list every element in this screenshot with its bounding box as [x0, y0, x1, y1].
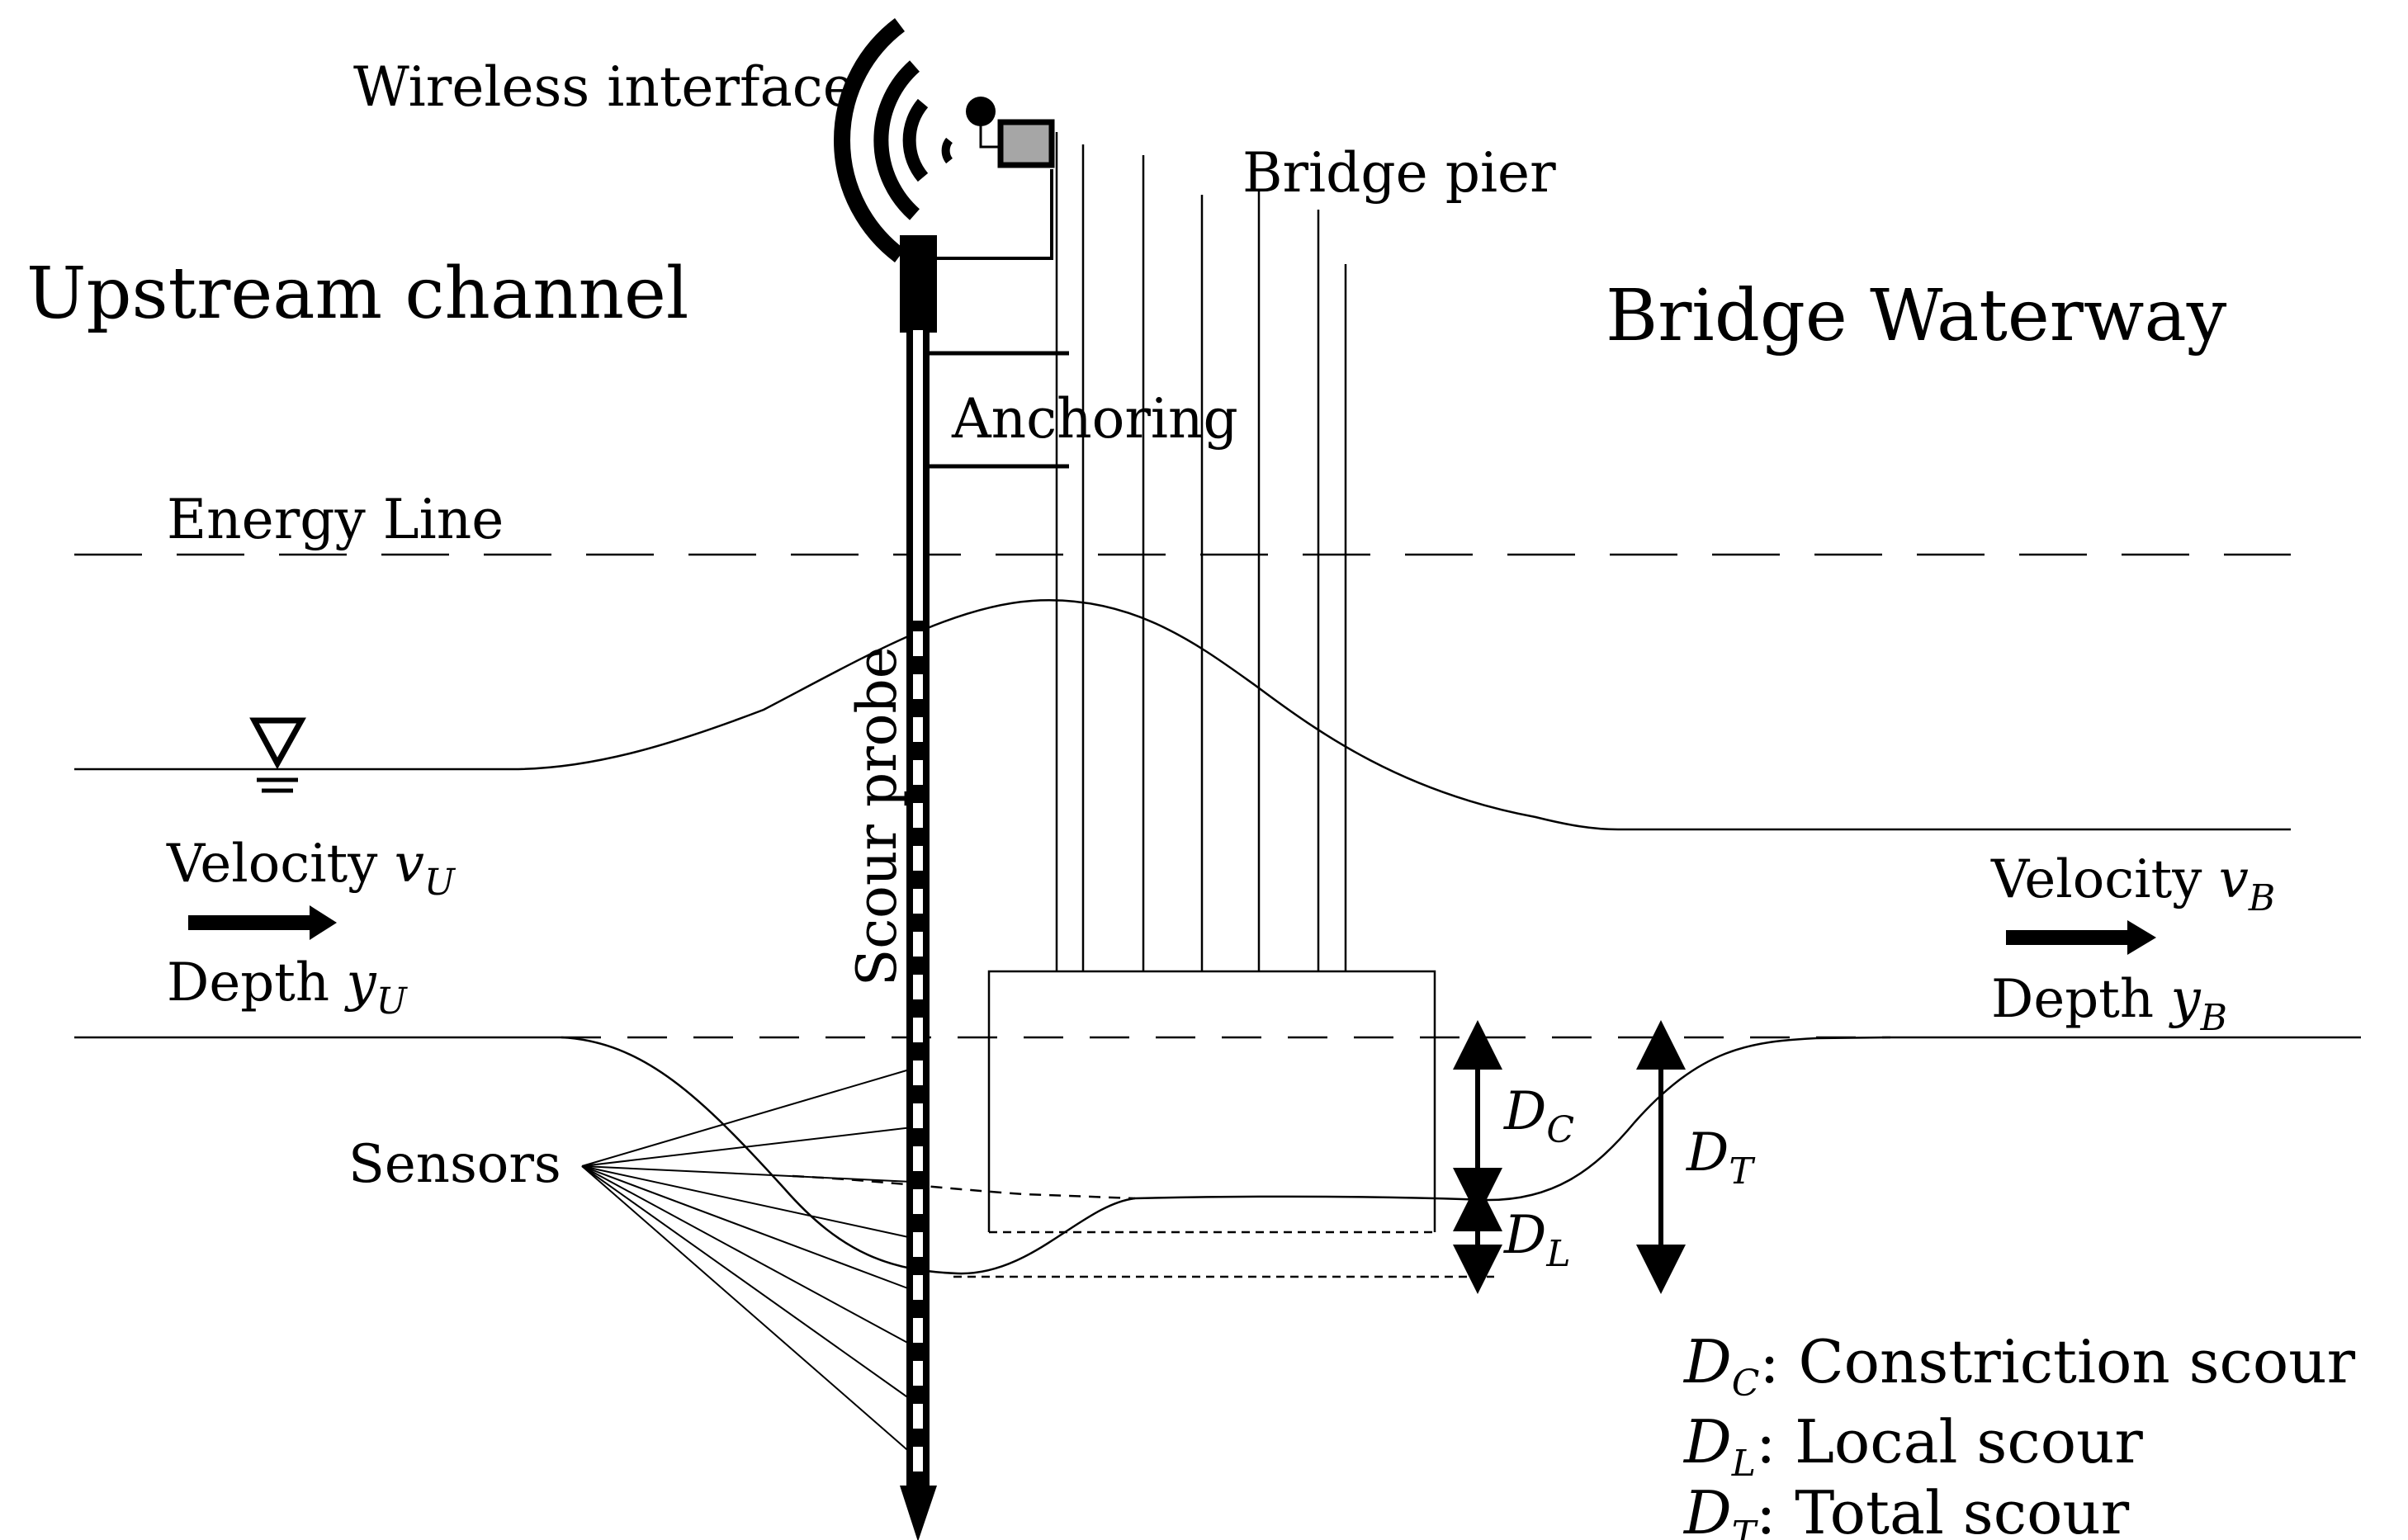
- sensor-leader-lines: [581, 1068, 913, 1455]
- probe-head: [900, 235, 937, 333]
- scour-probe-label: Scour probe: [845, 646, 909, 986]
- velocity-bridge-label: Velocity vB: [1990, 849, 2275, 919]
- legend-constriction-scour: DC: Constriction scour: [1682, 1327, 2356, 1405]
- legend-total-scour: DT: Total scour: [1682, 1478, 2130, 1540]
- upstream-channel-label: Upstream channel: [26, 253, 688, 335]
- bridge-waterway-label: Bridge Waterway: [1606, 275, 2227, 357]
- antenna-wire: [979, 124, 1001, 149]
- wireless-signal-icon: [834, 18, 953, 262]
- depth-upstream-label: Depth yU: [167, 952, 409, 1023]
- bridge-pier-label: Bridge pier: [1242, 141, 1556, 205]
- antenna-node: [966, 97, 996, 126]
- anchoring-label: Anchoring: [951, 387, 1238, 451]
- local-scour-profile: [561, 1036, 1487, 1275]
- device-cable: [926, 169, 1053, 260]
- dt-label: DT: [1686, 1122, 1756, 1193]
- bridge-pier-piles: [1055, 132, 1347, 971]
- wireless-device-box: [997, 119, 1055, 168]
- anchoring-arms: [926, 351, 1069, 469]
- depth-bridge-label: Depth yB: [1991, 969, 2227, 1039]
- probe-tube-inner: [913, 330, 923, 621]
- bridge-flow-arrow-icon: [2006, 920, 2156, 955]
- wireless-interface-label: Wireless interface: [353, 55, 855, 119]
- water-surface-profile: [74, 599, 2291, 831]
- pier-footing: [987, 970, 1436, 1232]
- upstream-flow-arrow-icon: [188, 905, 337, 940]
- energy-line-label: Energy Line: [167, 488, 504, 551]
- legend-local-scour: DL: Local scour: [1682, 1407, 2143, 1485]
- dc-label: DC: [1503, 1081, 1574, 1151]
- sensors-label: Sensors: [348, 1134, 561, 1195]
- velocity-upstream-label: Velocity vU: [166, 834, 457, 904]
- dl-label: DL: [1503, 1205, 1571, 1275]
- water-surface-triangle-icon: [249, 717, 306, 793]
